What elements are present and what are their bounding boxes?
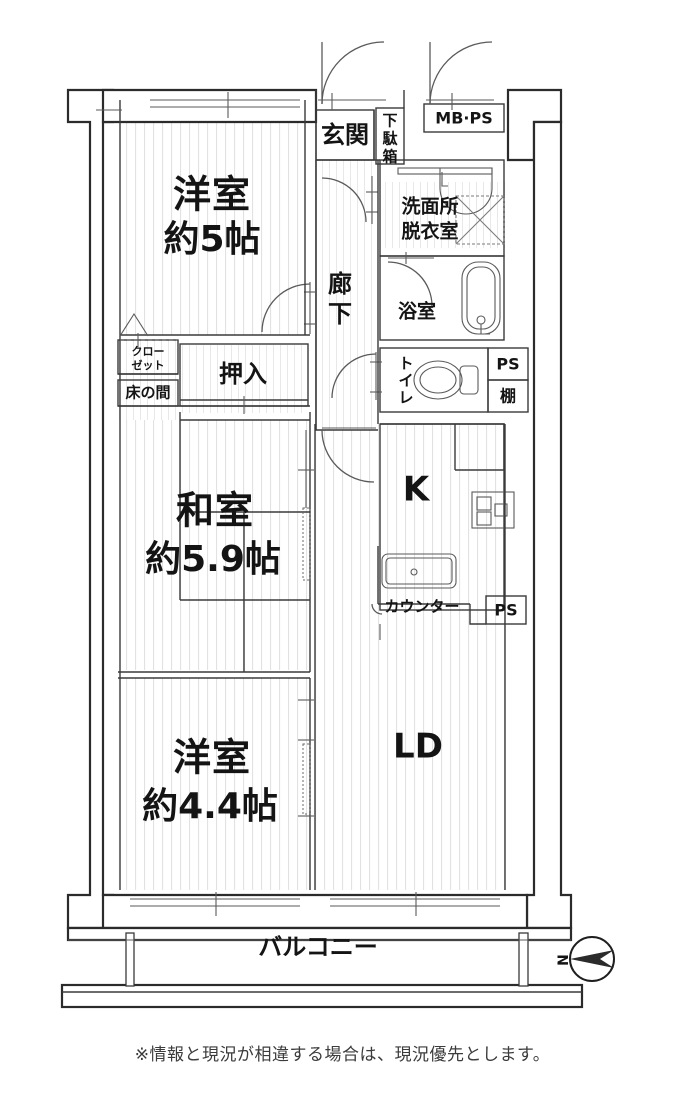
label-yokushitsu: 浴室 bbox=[398, 300, 436, 323]
label-senmenjo: 洗面所 bbox=[401, 195, 458, 218]
label-datsuishitsu: 脱衣室 bbox=[401, 220, 458, 243]
kitchen-block bbox=[371, 423, 527, 625]
label-youshitsu5-size: 約5帖 bbox=[163, 219, 260, 260]
label-mb-ps: MB·PS bbox=[435, 109, 492, 128]
cooktop-icon bbox=[471, 491, 515, 529]
room-labels: 洋室 約5帖 和室 約5.9帖 洋室 約4.4帖 LD K 玄関 下 駄 箱 M… bbox=[125, 109, 519, 962]
label-washitsu-name: 和室 bbox=[176, 489, 254, 533]
floor-fills bbox=[76, 100, 561, 975]
label-tokonoma: 床の間 bbox=[125, 384, 170, 402]
sink-icon bbox=[381, 553, 457, 589]
label-getabako-l3: 箱 bbox=[382, 148, 397, 166]
label-youshitsu44-name: 洋室 bbox=[173, 736, 251, 780]
tatami-lines bbox=[118, 412, 310, 673]
label-toilet-l3: レ bbox=[398, 389, 413, 407]
window-marks bbox=[96, 92, 500, 916]
label-kitchen: K bbox=[403, 470, 431, 510]
toilet-icon bbox=[413, 360, 479, 400]
label-closet-l1: クロー bbox=[132, 345, 165, 358]
label-rouka-l1: 廊 bbox=[328, 270, 352, 298]
label-toilet-l2: イ bbox=[398, 372, 413, 390]
north-compass: N bbox=[556, 936, 615, 982]
washing-machine-icon bbox=[455, 195, 505, 245]
building-outline bbox=[66, 88, 573, 930]
wet-area-block bbox=[321, 159, 529, 413]
label-closet-l2: ゼット bbox=[132, 358, 165, 372]
label-ld: LD bbox=[393, 727, 443, 767]
label-toilet-l1: ト bbox=[398, 355, 413, 373]
disclaimer-note: ※情報と現況が相違する場合は、現況優先とします。 bbox=[134, 1045, 551, 1065]
label-balcony: バルコニー bbox=[258, 933, 378, 961]
label-washitsu-size: 約5.9帖 bbox=[145, 539, 281, 580]
label-rouka-l2: 下 bbox=[328, 300, 352, 328]
bathtub-icon bbox=[461, 261, 501, 335]
label-youshitsu5-name: 洋室 bbox=[173, 173, 251, 217]
label-youshitsu44-size: 約4.4帖 bbox=[142, 786, 278, 827]
label-genkan: 玄関 bbox=[321, 121, 369, 149]
label-getabako-l2: 駄 bbox=[382, 130, 398, 148]
label-counter: カウンター bbox=[384, 598, 459, 616]
sliding-door-youshitsu44 bbox=[298, 699, 314, 817]
svg-text:N: N bbox=[556, 954, 572, 966]
label-ps-kitchen: PS bbox=[494, 601, 517, 620]
label-tana: 棚 bbox=[500, 387, 516, 406]
partitions bbox=[117, 100, 506, 890]
sliding-door-washitsu bbox=[298, 430, 314, 581]
label-ps-top: PS bbox=[496, 355, 519, 374]
label-getabako-l1: 下 bbox=[382, 112, 397, 130]
label-oshiire: 押入 bbox=[219, 360, 267, 388]
balcony-area bbox=[60, 926, 584, 1009]
